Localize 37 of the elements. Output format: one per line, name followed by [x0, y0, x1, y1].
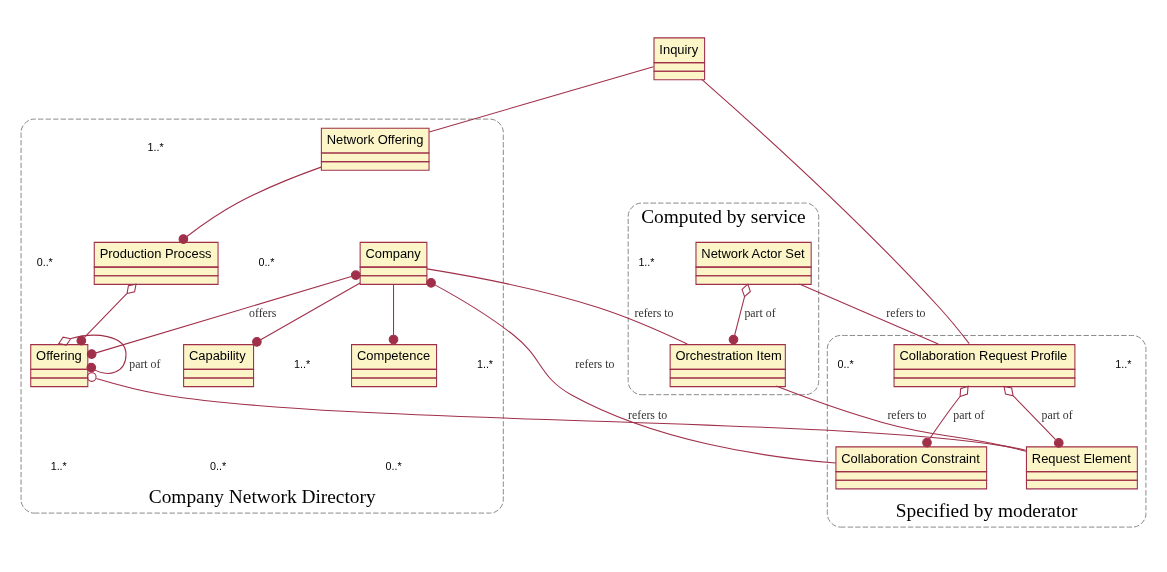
connector	[86, 371, 1027, 451]
edge-label: refers to	[886, 305, 926, 320]
edge-label: part of	[744, 305, 776, 320]
label: 1..*	[638, 255, 655, 268]
edge-label: part of	[1041, 407, 1073, 422]
edge-label: offers	[249, 305, 277, 320]
label: 1..*	[1115, 357, 1132, 370]
connector	[426, 277, 837, 464]
connector	[1003, 385, 1064, 448]
edge-label: part of	[953, 407, 985, 422]
label: 0..*	[837, 357, 854, 370]
edge-label: refers to	[634, 305, 674, 320]
label: 1..*	[293, 357, 311, 370]
connector	[178, 166, 322, 244]
label: 0..*	[36, 255, 53, 268]
connector	[775, 385, 1027, 452]
label: 0..*	[258, 255, 275, 268]
label: 0..*	[385, 459, 402, 472]
connector	[922, 385, 969, 447]
label: 1..*	[50, 459, 67, 472]
label: 0..*	[209, 459, 227, 472]
edge-label: refers to	[628, 407, 668, 422]
connector	[426, 267, 688, 345]
edge-label: refers to	[887, 407, 927, 422]
label: 1..*	[476, 357, 494, 370]
connector	[388, 283, 399, 344]
connector	[701, 78, 970, 344]
edge-label: part of	[129, 356, 161, 371]
connector	[252, 281, 361, 347]
connector	[76, 282, 137, 346]
connector	[428, 65, 654, 132]
edge-label: refers to	[575, 356, 615, 371]
connector	[728, 282, 751, 344]
connector	[86, 269, 361, 359]
connector	[798, 282, 939, 345]
label: 1..*	[147, 140, 164, 153]
connector	[57, 334, 127, 374]
